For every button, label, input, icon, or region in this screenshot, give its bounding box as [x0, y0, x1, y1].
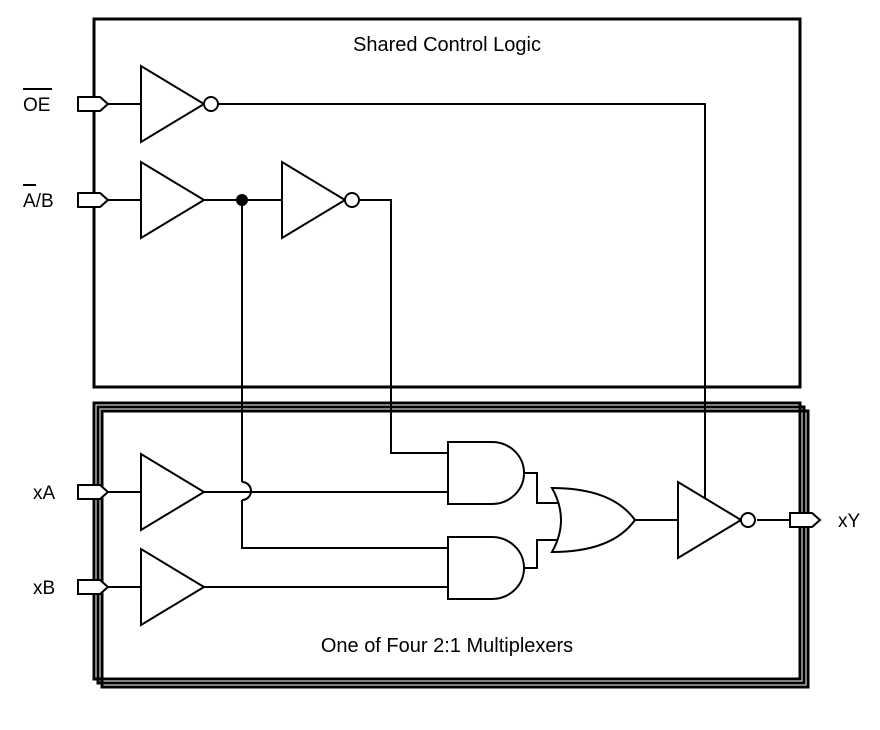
xb-input-buffer [140, 547, 206, 627]
wire-ab-to-and-b [241, 500, 448, 549]
junction-dot [236, 194, 248, 206]
oe-inverter-buffer [140, 64, 206, 144]
and-gate-a [447, 441, 525, 505]
wire-ab-inverted [360, 199, 448, 454]
ab-input-pin [77, 192, 110, 208]
xb-label: xB [33, 578, 55, 599]
mux-block [92, 401, 802, 681]
xy-output-pin [789, 512, 822, 528]
shared-control-logic-title: Shared Control Logic [353, 34, 541, 56]
wire-oe-to-output-enable [219, 103, 706, 500]
output-inversion-bubble [740, 512, 756, 528]
wire-and-b-to-or [524, 539, 560, 569]
or-gate [550, 486, 637, 554]
ab-inversion-bubble [344, 192, 360, 208]
mux-block-back-1 [96, 405, 806, 685]
wire-and-a-to-or [524, 472, 560, 504]
xa-input-buffer [140, 452, 206, 532]
xy-label: xY [838, 511, 861, 532]
ab-label-a: A [23, 191, 36, 212]
oe-input-pin [77, 96, 110, 112]
ab-input-buffer [140, 160, 206, 240]
xa-label: xA [33, 483, 56, 504]
mux-block-title: One of Four 2:1 Multiplexers [321, 635, 573, 657]
xa-input-pin [77, 484, 110, 500]
mux-block-back-2 [100, 409, 810, 689]
oe-inversion-bubble [203, 96, 219, 112]
output-inverter-buffer [677, 480, 743, 560]
ab-label: A/B [23, 191, 54, 212]
ab-label-b: /B [36, 191, 54, 212]
oe-label: OE [23, 95, 50, 116]
and-gate-b [447, 536, 525, 600]
ab-inverter [281, 160, 347, 240]
xb-input-pin [77, 579, 110, 595]
